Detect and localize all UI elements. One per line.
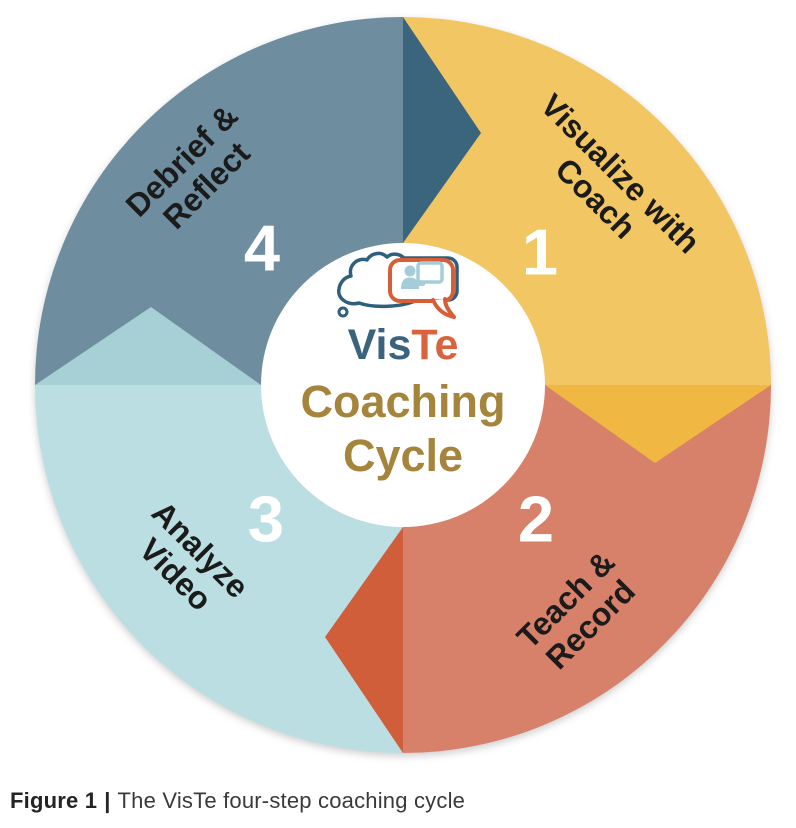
step-number-4: 4 [243, 211, 281, 285]
pointer-arm-icon [412, 281, 425, 286]
hub-content: VisTe Coaching Cycle [261, 243, 545, 527]
viste-logo [337, 251, 459, 319]
arrow-step-2-to-3-icon [325, 527, 403, 753]
brand-text-vis: Vis [347, 321, 412, 369]
figure-caption-separator: | [104, 788, 111, 813]
arrow-step-4-to-1-icon [403, 17, 481, 243]
arrow-step-1-to-2-icon [545, 385, 771, 463]
cycle-diagram: 1 2 3 4 Visualize with Coach Teach & Rec… [35, 17, 771, 753]
thought-dot-icon [337, 306, 349, 318]
hub-title-line1: Coaching [300, 376, 506, 427]
arrow-step-3-to-4-icon [35, 307, 261, 385]
cycle-diagram-svg [35, 17, 771, 753]
step-number-2: 2 [517, 482, 555, 556]
figure-caption-label: Figure 1 [10, 788, 98, 813]
speech-bubble-tail-icon [431, 297, 456, 319]
step-number-3: 3 [247, 482, 285, 556]
person-body-icon [401, 277, 419, 289]
person-head-icon [404, 265, 416, 277]
figure-caption-text: The VisTe four-step coaching cycle [117, 788, 466, 813]
brand-text: VisTe [348, 324, 459, 367]
hub-title-line2: Cycle [342, 430, 464, 481]
screen-icon [416, 261, 444, 284]
inner-circle [261, 243, 545, 527]
brand-text-te: Te [411, 321, 459, 369]
step-number-1: 1 [521, 215, 559, 289]
figure-caption: Figure 1|The VisTe four-step coaching cy… [10, 788, 465, 814]
